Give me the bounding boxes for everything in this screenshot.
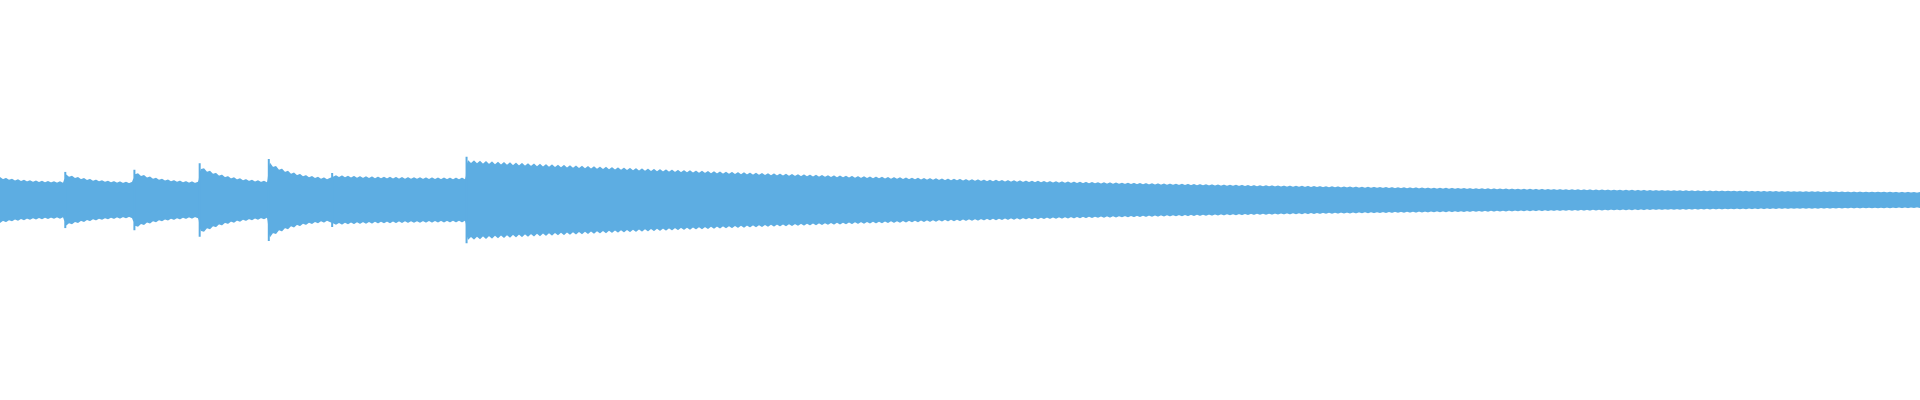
waveform-envelope xyxy=(0,160,1920,240)
